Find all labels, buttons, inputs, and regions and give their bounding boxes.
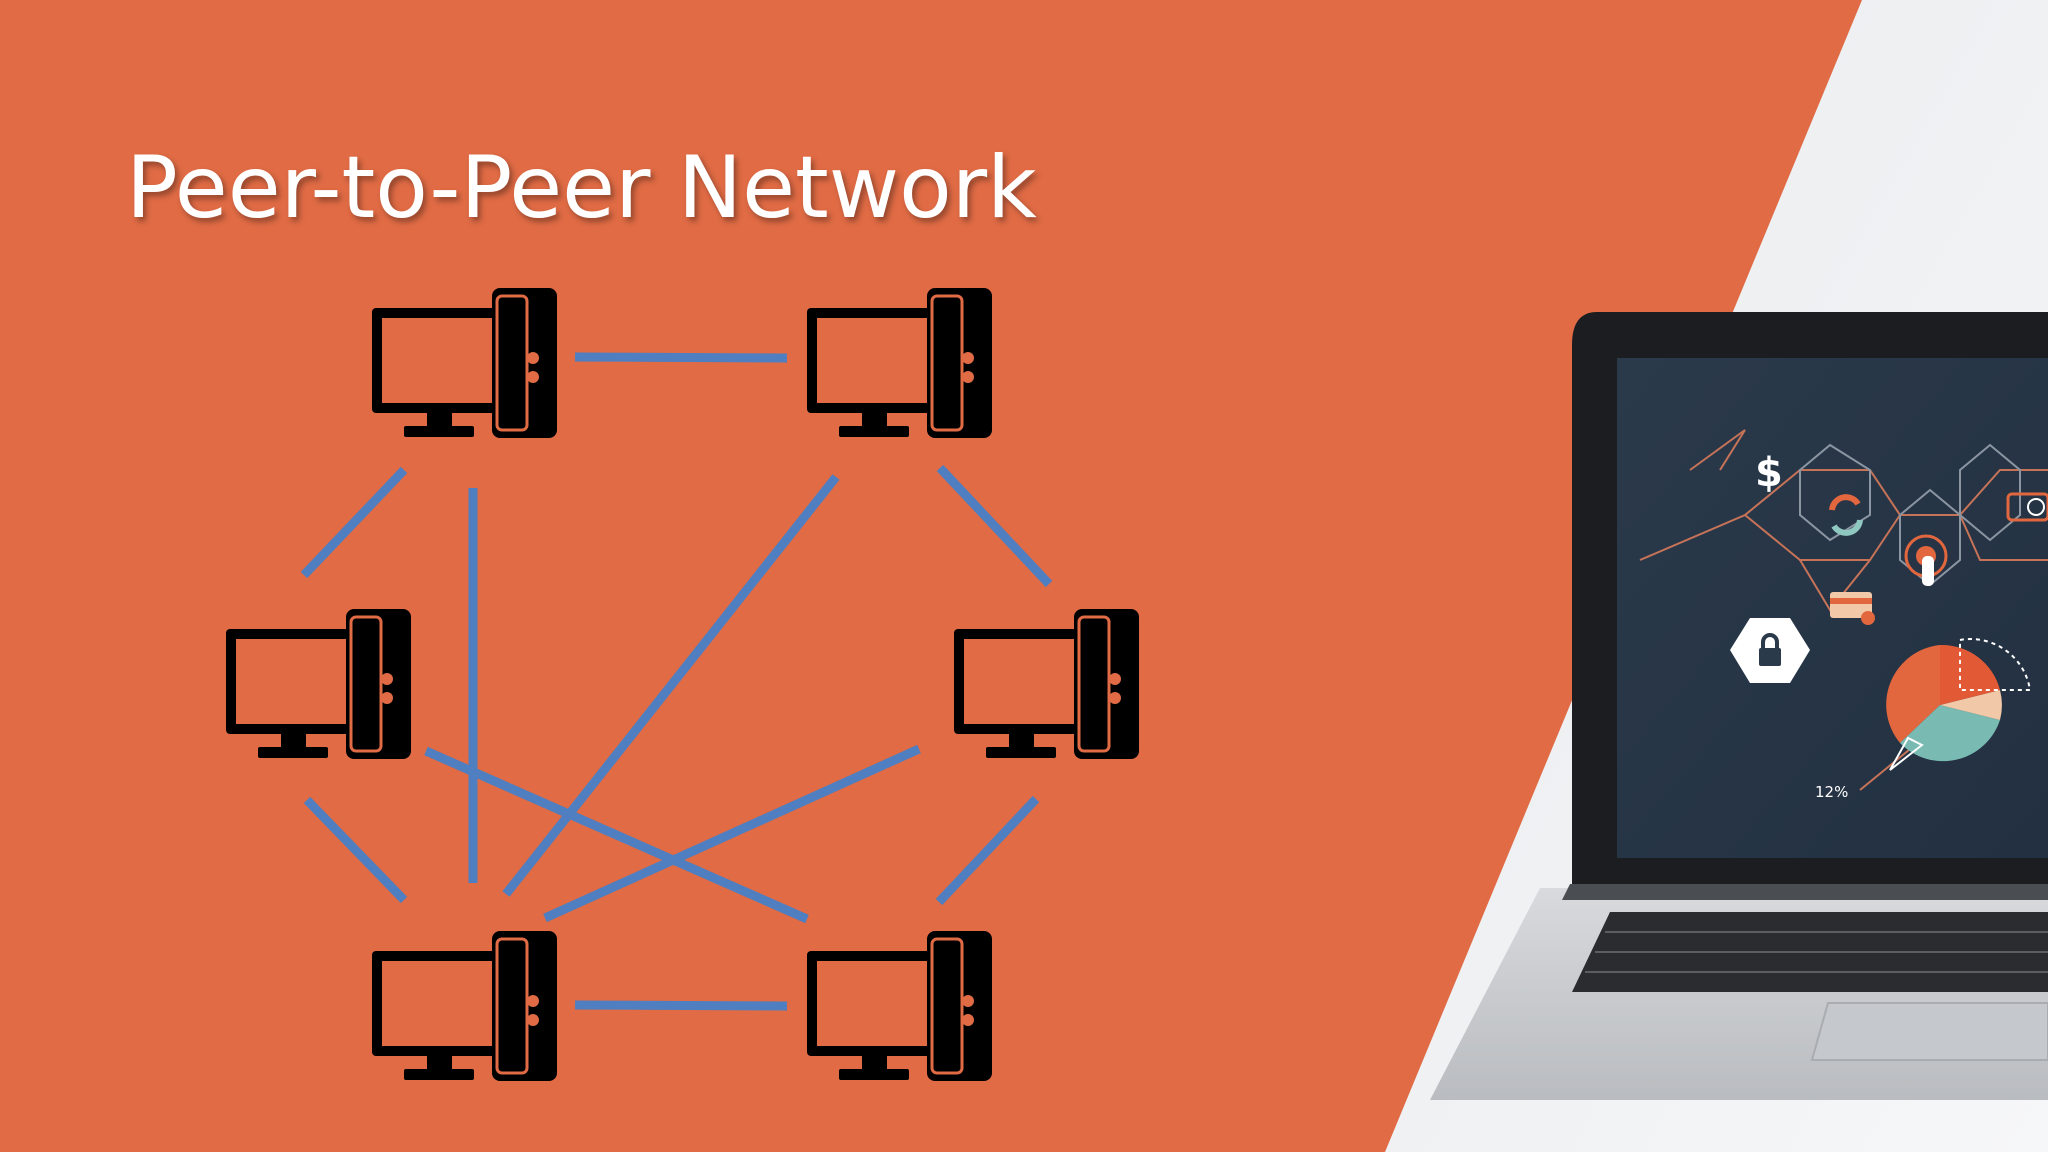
link-tr-bl [502, 474, 840, 897]
link-ml-bl [303, 796, 408, 904]
connections [300, 352, 1053, 1011]
computer-top-left-icon [370, 286, 559, 440]
link-mr-bl [543, 744, 921, 923]
link-tr-mr [936, 464, 1053, 588]
keyboard-keys [1585, 931, 2048, 973]
computer-mid-right-icon [952, 607, 1141, 761]
computer-bottom-right-icon [805, 929, 994, 1083]
dollar-icon: $ [1755, 450, 1783, 496]
screen-percent-label: 12% [1815, 783, 1848, 801]
computer-bottom-left-icon [370, 929, 559, 1083]
credit-card-icon [1830, 592, 1875, 625]
lock-icon [1759, 633, 1781, 666]
refresh-icon [1829, 494, 1863, 536]
laptop-touchpad [1810, 1002, 2048, 1061]
link-tl-ml [300, 466, 408, 579]
link-tl-tr [574, 352, 788, 363]
laptop-hinge [1562, 884, 2048, 900]
link-mr-br [935, 795, 1040, 906]
link-bl-br [574, 1000, 788, 1011]
link-ml-br [424, 746, 809, 924]
screen-network-lines [1639, 429, 2048, 791]
touch-icon [1904, 534, 1948, 586]
computer-top-right-icon [805, 286, 994, 440]
computer-mid-left-icon [224, 607, 413, 761]
tag-icon [2006, 492, 2048, 522]
pie-chart-icon [1886, 638, 2032, 771]
slide-title: Peer-to-Peer Network [126, 138, 1037, 238]
screen-hex-outlines [1799, 443, 2021, 587]
